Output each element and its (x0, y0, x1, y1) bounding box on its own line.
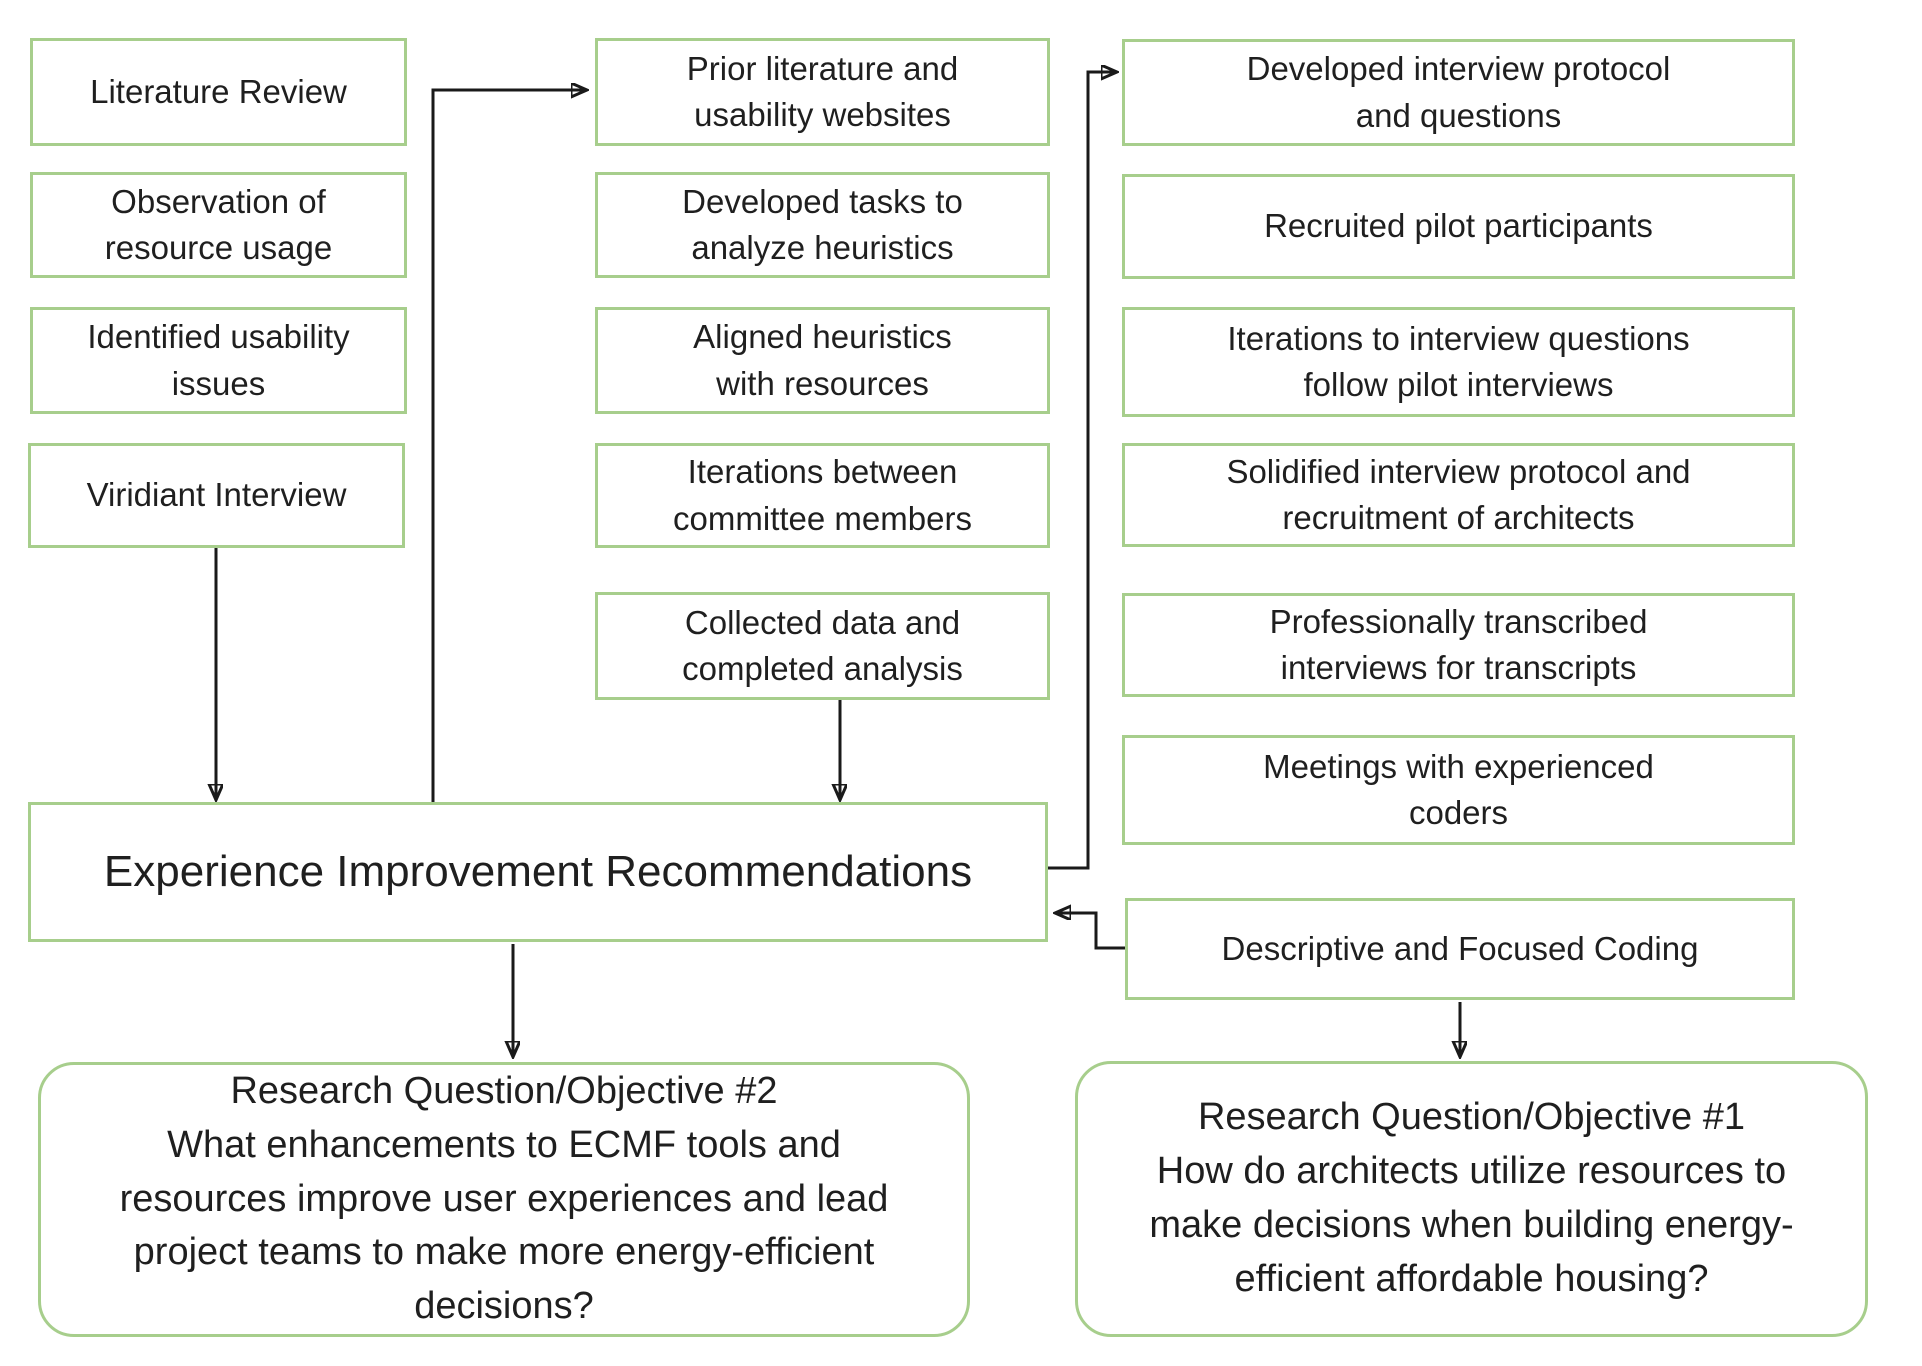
box-iterations-interview-questions: Iterations to interview questions follow… (1122, 307, 1795, 417)
rq1-question: How do architects utilize resources to m… (1149, 1150, 1794, 1300)
box-observation-resource-usage: Observation of resource usage (30, 172, 407, 278)
arrow-recommendations-to-interview-protocol (1048, 72, 1116, 870)
box-professionally-transcribed: Professionally transcribed interviews fo… (1122, 593, 1795, 697)
box-developed-interview-protocol: Developed interview protocol and questio… (1122, 39, 1795, 146)
rq1-title: Research Question/Objective #1 (1197, 1096, 1746, 1139)
arrow-recommendations-to-prior-literature (431, 90, 586, 803)
rq2-title: Research Question/Objective #2 (230, 1069, 778, 1112)
box-meetings-experienced-coders: Meetings with experienced coders (1122, 735, 1795, 845)
box-recruited-pilot-participants: Recruited pilot participants (1122, 174, 1795, 279)
box-aligned-heuristics: Aligned heuristics with resources (595, 307, 1050, 414)
box-descriptive-focused-coding: Descriptive and Focused Coding (1125, 898, 1795, 1000)
box-identified-usability-issues: Identified usability issues (30, 307, 407, 414)
box-solidified-protocol: Solidified interview protocol and recrui… (1122, 443, 1795, 547)
box-research-question-2: Research Question/Objective #2 What enha… (38, 1062, 970, 1337)
box-research-question-1: Research Question/Objective #1 How do ar… (1075, 1061, 1868, 1337)
box-developed-tasks: Developed tasks to analyze heuristics (595, 172, 1050, 278)
box-prior-literature: Prior literature and usability websites (595, 38, 1050, 146)
rq2-question: What enhancements to ECMF tools and reso… (119, 1123, 889, 1328)
arrow-descriptive-coding-to-recommendations (1056, 913, 1125, 950)
box-experience-improvement-recommendations: Experience Improvement Recommendations (28, 802, 1048, 942)
box-collected-data: Collected data and completed analysis (595, 592, 1050, 700)
box-iterations-committee: Iterations between committee members (595, 443, 1050, 548)
box-viridiant-interview: Viridiant Interview (28, 443, 405, 548)
box-literature-review: Literature Review (30, 38, 407, 146)
